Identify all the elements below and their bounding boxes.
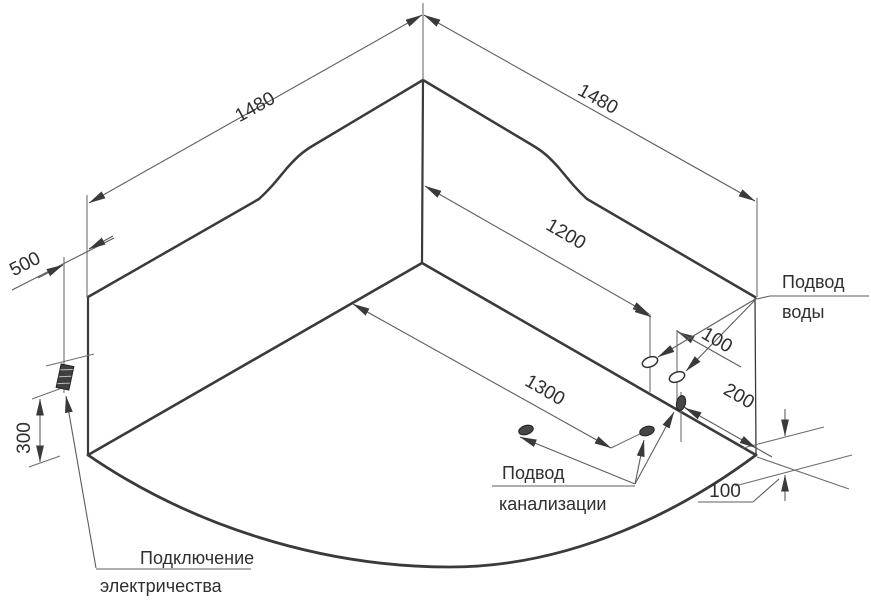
water-supply-label-line1: Подвод (782, 272, 845, 292)
tub-outline (86, 78, 758, 569)
water-point-1 (641, 355, 659, 369)
water-leader-2 (685, 297, 758, 372)
front-rim-curve (86, 453, 758, 569)
floor-edge-left (86, 261, 424, 457)
dim-200-text: 200 (720, 379, 758, 413)
leader-lines (64, 295, 869, 570)
dim-500-arrow-right (88, 235, 114, 250)
dim300-top-witness (31, 387, 63, 400)
dim-1200-text: 1200 (542, 215, 589, 254)
sewer-floor-point-1 (518, 424, 534, 436)
right-wall-top-edge (421, 78, 757, 299)
water-point-2 (668, 370, 686, 384)
sewer-wall-point (675, 395, 687, 411)
callout-labels: Подвод воды Подвод канализации Подключен… (100, 272, 845, 596)
dimension-texts: 1480 1480 1200 1300 500 300 100 200 100 (6, 80, 757, 502)
sewer-leader-2 (634, 439, 645, 485)
right-wall-side-edge (754, 296, 757, 456)
corner-vertical-edge (420, 78, 425, 265)
electric-point (55, 363, 75, 391)
sewer-leader-1 (519, 436, 636, 485)
electric-leader (64, 395, 97, 569)
sewer-label-line1: Подвод (502, 463, 565, 483)
corner-note-leader (752, 478, 780, 503)
water-leader-1 (657, 297, 758, 358)
sewer-label-line2: канализации (499, 494, 606, 514)
dim300-bottom-witness (28, 455, 61, 468)
dim-1300-text: 1300 (521, 371, 568, 410)
dim-1480-left-text: 1480 (232, 88, 279, 127)
corner-upper-witness (742, 426, 825, 449)
dim-200-arrow-right (739, 436, 757, 449)
water-supply-label-line2: воды (782, 302, 824, 322)
extension-lines (28, 3, 853, 490)
dim-1200-line (424, 185, 650, 315)
dim-1480-left-line (88, 14, 423, 204)
dimension-lines (11, 14, 789, 501)
water-underline-bend (756, 295, 771, 300)
dim-100w-arrow-left (633, 305, 652, 318)
electric-label-line2: электричества (100, 576, 223, 596)
dim-500-arrow-left (37, 264, 64, 279)
electric-witness-line (45, 353, 95, 367)
dim-1300-line (352, 303, 612, 449)
sewer-leader-3 (634, 411, 675, 485)
dim-100-corner-text: 100 (709, 481, 741, 502)
dim-300-text: 300 (14, 422, 35, 454)
connection-symbols (55, 355, 687, 437)
corner-lower-witness (734, 454, 853, 487)
dim-100w-tail (676, 330, 742, 368)
sewer-floor-point-2 (639, 425, 655, 437)
electric-label-line1: Подключение (140, 548, 254, 568)
dim-1480-right-line (423, 14, 756, 202)
floor-edge-right (420, 261, 758, 457)
dim-200-arrow-left (684, 407, 702, 420)
wall-bottom-extension (756, 456, 850, 490)
